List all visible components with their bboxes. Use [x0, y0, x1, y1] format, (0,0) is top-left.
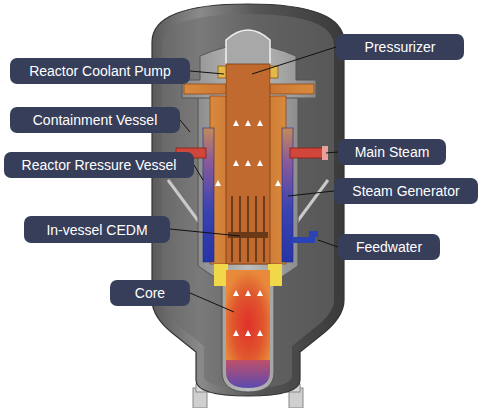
label-box: Reactor Coolant Pump: [10, 58, 190, 84]
label-text: Containment Vessel: [33, 112, 158, 128]
label-box: Containment Vessel: [10, 107, 180, 133]
label-text: Main Steam: [355, 144, 430, 160]
label-box: Reactor Rressure Vessel: [4, 152, 194, 178]
label-box: Pressurizer: [336, 34, 464, 60]
label-text: Core: [135, 285, 165, 301]
label-box: Steam Generator: [334, 178, 478, 204]
label-text: Reactor Rressure Vessel: [22, 157, 177, 173]
label-box: Feedwater: [338, 234, 440, 260]
label-text: Feedwater: [356, 239, 422, 255]
label-text: Reactor Coolant Pump: [29, 63, 171, 79]
label-text: In-vessel CEDM: [46, 222, 147, 238]
label-text: Pressurizer: [365, 39, 436, 55]
label-box: Core: [110, 280, 190, 306]
label-box: In-vessel CEDM: [24, 216, 170, 243]
label-text: Steam Generator: [352, 183, 459, 199]
label-box: Main Steam: [338, 139, 446, 165]
